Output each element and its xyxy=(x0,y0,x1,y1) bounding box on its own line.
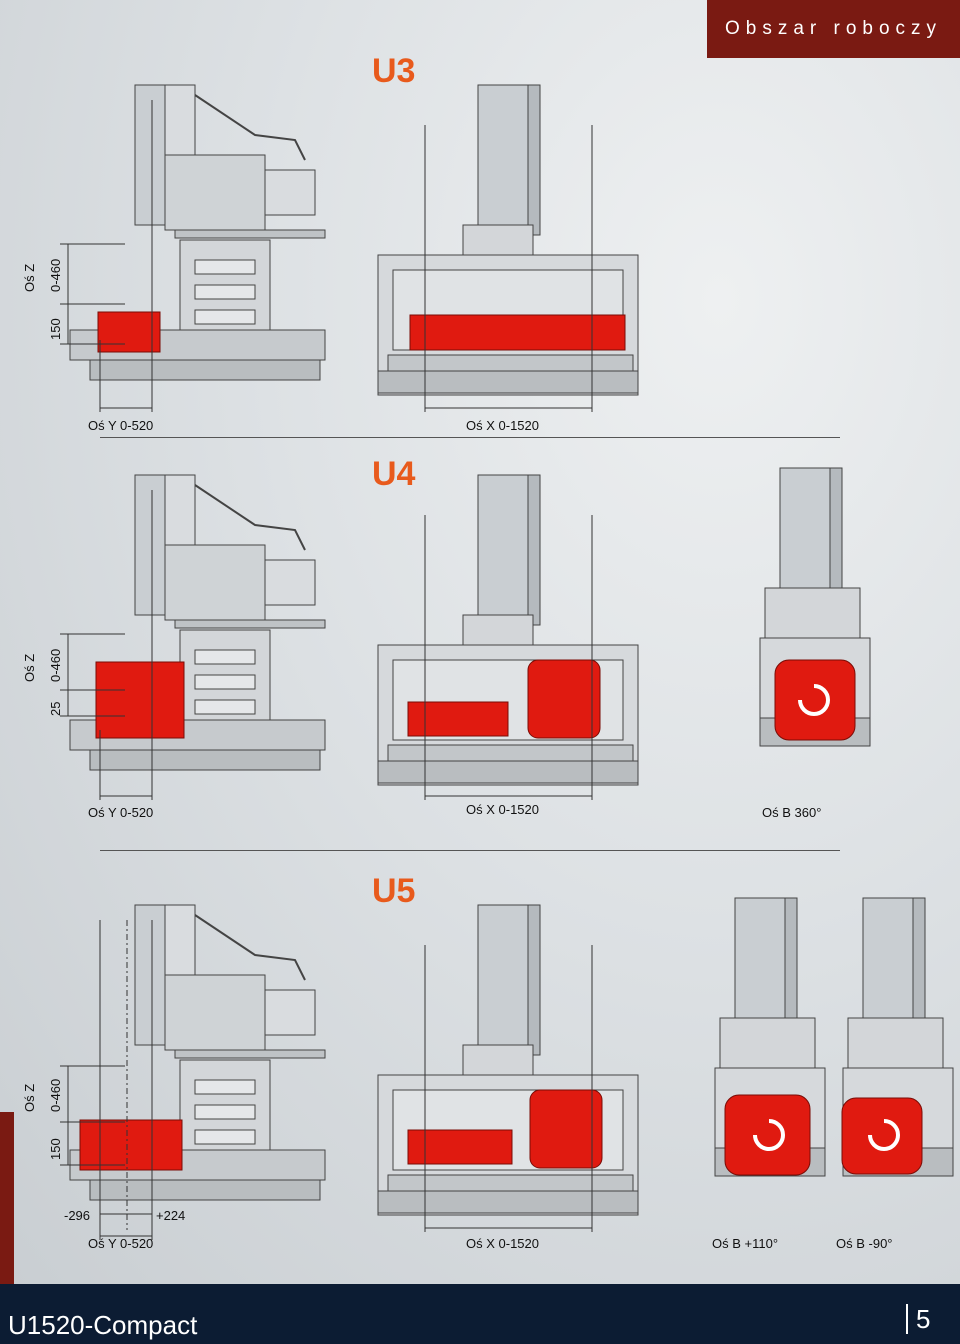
u3-z-travel-label: 0-460 xyxy=(48,258,63,292)
u3-x-axis-label: Oś X 0-1520 xyxy=(466,418,539,433)
header-banner: Obszar roboczy xyxy=(707,0,960,58)
divider xyxy=(100,437,840,438)
machine-drawings xyxy=(60,84,954,1240)
accent-bar xyxy=(0,1112,14,1284)
u3-z-axis-label: Oś Z xyxy=(22,263,37,292)
u4-side-table xyxy=(95,661,185,739)
rotate-icon xyxy=(868,1119,900,1151)
header-title: Obszar roboczy xyxy=(724,18,943,39)
divider xyxy=(100,850,840,851)
u5-x-axis-label: Oś X 0-1520 xyxy=(466,1236,539,1251)
rotate-icon xyxy=(798,684,830,716)
footer xyxy=(0,1284,960,1344)
u4-y-axis-label: Oś Y 0-520 xyxy=(88,805,154,820)
section-title-u5: U5 xyxy=(372,872,416,910)
u4-z-offset-label: 25 xyxy=(48,701,63,716)
u5-y-neg-label: -296 xyxy=(64,1208,91,1223)
u3-y-axis-label: Oś Y 0-520 xyxy=(88,418,154,433)
u4-x-axis-label: Oś X 0-1520 xyxy=(466,802,539,817)
section-title-u3: U3 xyxy=(372,52,416,90)
u5-side-table xyxy=(79,1119,183,1171)
u4-b-axis-label: Oś B 360° xyxy=(762,805,822,820)
u5-rotary-head xyxy=(529,1089,603,1169)
u3-z-offset-label: 150 xyxy=(48,318,63,340)
u5-b-pos-label: Oś B +110° xyxy=(712,1236,779,1251)
u4-z-axis-label: Oś Z xyxy=(22,653,37,682)
u4-front-table xyxy=(407,701,509,737)
u5-front-table xyxy=(407,1129,513,1165)
section-title-u4: U4 xyxy=(372,455,416,493)
u5-y-axis-label: Oś Y 0-520 xyxy=(88,1236,154,1251)
u3-side-table xyxy=(97,311,161,353)
u3-front-table xyxy=(409,314,626,351)
u5-b-pos-table xyxy=(724,1094,811,1176)
u5-z-axis-label: Oś Z xyxy=(22,1083,37,1112)
u4-rotary-head xyxy=(527,659,601,739)
u5-z-travel-label: 0-460 xyxy=(48,1078,63,1112)
u4-b-table xyxy=(774,659,856,741)
rotate-icon xyxy=(753,1119,785,1151)
footer-model: U1520-Compact xyxy=(8,1310,198,1340)
u5-b-neg-table xyxy=(841,1097,923,1175)
u5-z-offset-label: 150 xyxy=(48,1138,63,1160)
u5-b-neg-label: Oś B -90° xyxy=(836,1236,893,1251)
u5-y-pos-label: +224 xyxy=(156,1208,186,1223)
page-number: 5 xyxy=(906,1304,930,1334)
u4-z-travel-label: 0-460 xyxy=(48,648,63,682)
